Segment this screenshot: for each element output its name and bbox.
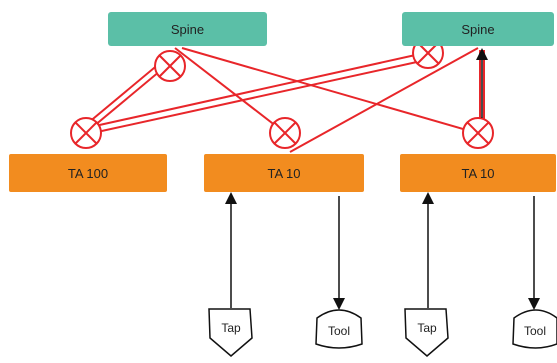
ta-label: TA 10: [267, 165, 301, 181]
ta-node: TA 10: [400, 154, 556, 192]
tap-shape: [404, 308, 449, 357]
tap-shape: [208, 308, 253, 357]
blocked-markers: [70, 37, 494, 149]
link-ta10a-spine2: [289, 47, 479, 153]
ta-label: TA 10: [461, 165, 495, 181]
blocked-link-icon: [70, 117, 102, 149]
link-spine1-ta10a: [174, 47, 286, 134]
tool-label: Tool: [523, 324, 546, 338]
link-ta100-spine2-b: [87, 59, 427, 135]
blocked-link-icon: [154, 50, 186, 82]
endpoint-shapes: [208, 308, 557, 357]
spine-node: Spine: [108, 12, 267, 46]
spine-node: Spine: [402, 12, 554, 46]
link-ta100-spine2-a: [85, 53, 421, 129]
blocked-link-icon: [462, 117, 494, 149]
red-links: [81, 47, 485, 153]
tool-shape: [315, 309, 363, 349]
tool-label: Tool: [327, 324, 350, 338]
tool-shape: [512, 309, 557, 349]
ta-node: TA 100: [9, 154, 167, 192]
ta-label: TA 100: [67, 165, 109, 181]
tap-label: Tap: [417, 321, 437, 335]
tap-label: Tap: [221, 321, 241, 335]
blocked-link-icon: [269, 117, 301, 149]
ta-node: TA 10: [204, 154, 364, 192]
tap-tool-arrows: [225, 192, 540, 310]
spine-label: Spine: [170, 21, 205, 37]
link-spine1-ta10b: [181, 47, 478, 134]
spine-label: Spine: [461, 21, 495, 37]
link-ta100-spine1-a: [81, 57, 167, 129]
